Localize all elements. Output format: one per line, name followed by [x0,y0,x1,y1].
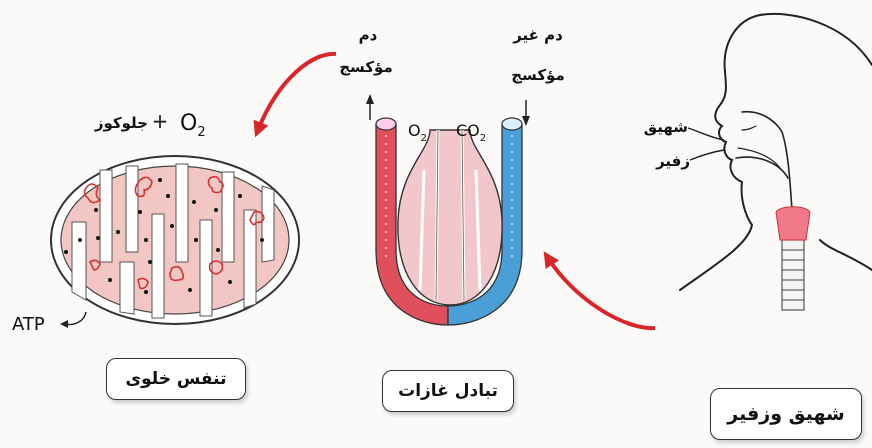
blood-flow-arrow-up [366,94,374,120]
larynx [776,207,810,240]
arrow-exchange-to-cell [258,54,336,130]
mitochondrion [51,156,299,324]
trachea [776,207,810,310]
inhale-label: شهيق [644,118,688,136]
deoxygenated-blood-label-1: دم غير [512,26,563,44]
arrow-breathing-to-exchange [548,258,655,328]
deoxygenated-blood-label-2: مؤكسج [511,66,565,84]
blood-flow-arrow-down [522,100,530,126]
alveolus [398,130,502,305]
gas-exchange-title: تبادل غازات [398,381,498,401]
oxygenated-blood-label-1: دم [359,26,378,44]
human-head-illustration [680,14,872,290]
reactant-plus: + [152,109,169,133]
o2-label: O2 [408,121,427,144]
atp-label: ATP [12,314,45,335]
atp-arrow-head [60,320,68,328]
breathing-box: شهيق وزفير [710,388,862,440]
breathing-title: شهيق وزفير [727,403,845,425]
cellular-respiration-title: تنفس خلوى [126,369,227,389]
reactant-glucose: جلوكوز [94,114,148,132]
exhale-label: زفير [655,152,690,170]
cellular-respiration-box: تنفس خلوى [106,358,246,400]
oxygenated-blood-label-2: مؤكسج [339,58,393,76]
gas-exchange-box: تبادل غازات [382,370,514,412]
reactant-o2: O2 [180,111,206,140]
